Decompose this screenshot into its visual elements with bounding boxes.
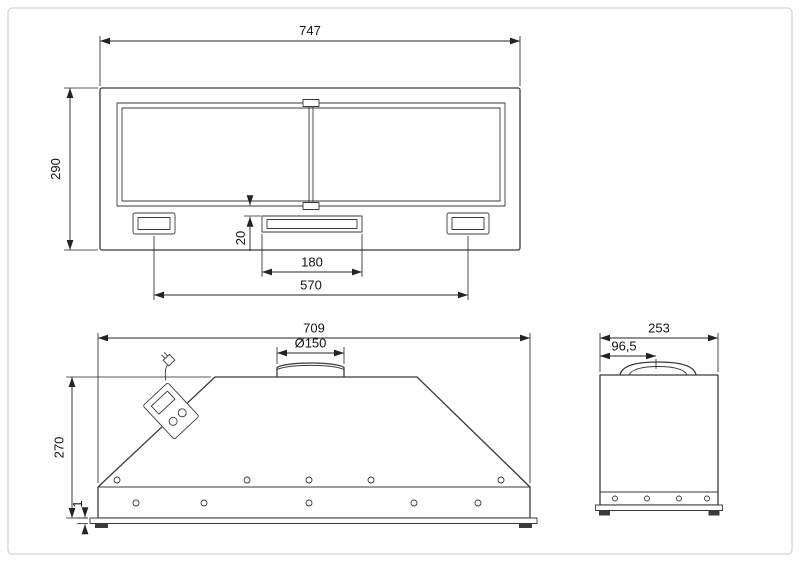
side-duct-dome — [619, 361, 697, 376]
dim-top-height: 290 — [48, 87, 98, 251]
dim-filter-gap: 20 — [233, 195, 261, 251]
front-flange — [89, 517, 538, 524]
front-foot-right — [519, 523, 532, 528]
dim-flange-thickness-label: 1 — [70, 500, 85, 507]
filter-clip-bottom — [302, 202, 320, 210]
top-view-outline — [99, 87, 521, 251]
side-view: 253 96,5 — [595, 321, 723, 516]
front-view: 709 Ø150 270 1 — [52, 321, 538, 535]
lamp-left — [132, 212, 176, 235]
control-slot-inner — [266, 219, 358, 229]
dim-side-depth-label: 253 — [648, 321, 670, 336]
lamp-left-inner — [137, 217, 171, 230]
hood-body-plan — [99, 87, 521, 251]
frame-border — [7, 7, 793, 555]
front-foot-left — [95, 523, 108, 528]
dim-top-width: 747 — [99, 23, 521, 86]
dim-duct-diameter: Ø150 — [276, 336, 345, 364]
side-flange — [595, 504, 723, 511]
front-screw-holes-upper — [113, 476, 505, 484]
electrical-box-terminal — [150, 390, 176, 415]
dim-front-height-label: 270 — [52, 437, 67, 459]
dim-control-slot: 180 — [261, 234, 363, 277]
dim-duct-diameter-label: Ø150 — [295, 336, 327, 351]
control-slot — [261, 215, 363, 233]
dim-side-depth: 253 — [599, 321, 719, 372]
front-screw-holes-lower — [132, 499, 482, 507]
side-foot-left — [599, 510, 610, 516]
dim-control-slot-label: 180 — [301, 255, 323, 270]
dim-top-height-label: 290 — [48, 158, 63, 180]
dim-lamp-span: 570 — [153, 236, 469, 300]
dim-top-width-label: 747 — [299, 23, 321, 38]
filter-clip-top — [302, 99, 320, 107]
filter-frame-inner — [121, 107, 501, 202]
dim-front-width: 709 — [97, 321, 531, 483]
hood-body-side — [599, 374, 719, 506]
duct-collar-inner — [276, 364, 345, 370]
dim-front-width-label: 709 — [303, 321, 325, 336]
dim-duct-offset-label: 96,5 — [611, 339, 636, 354]
dim-lamp-span-label: 570 — [300, 278, 322, 293]
duct-collar — [276, 362, 345, 377]
lamp-right — [446, 212, 490, 235]
electrical-box — [143, 352, 199, 440]
dim-duct-offset: 96,5 — [600, 339, 657, 369]
power-plug-icon — [162, 353, 176, 367]
lamp-right-inner — [451, 217, 485, 230]
dim-filter-gap-label: 20 — [233, 231, 248, 245]
side-duct-dome-inner — [628, 366, 688, 376]
front-view-outline — [89, 352, 538, 528]
filter-divider — [308, 106, 314, 203]
side-view-outline — [595, 361, 723, 516]
dim-flange-thickness: 1 — [70, 500, 89, 535]
top-view: 747 290 20 180 570 — [48, 23, 521, 300]
side-foot-right — [708, 510, 720, 516]
